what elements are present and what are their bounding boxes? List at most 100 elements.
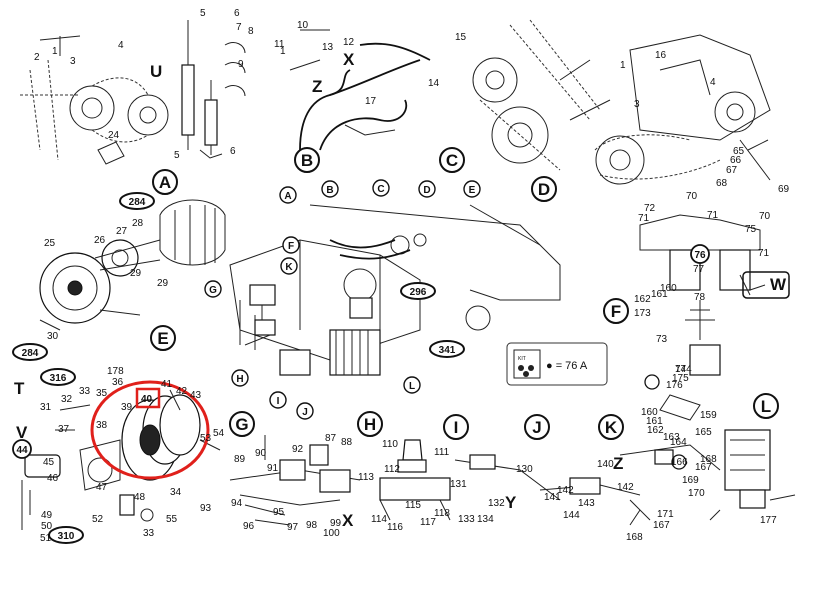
sketch-E-pulley-assembly: [39, 199, 226, 331]
axis-letter-t: T: [14, 379, 25, 398]
ref-oval-341: [429, 340, 465, 358]
callout-16: 16: [655, 50, 667, 61]
callout-42: 42: [176, 386, 188, 397]
section-letter-a: A: [284, 191, 291, 202]
callout-55: 55: [166, 514, 178, 525]
section-badge-d: [531, 176, 557, 202]
callout-26: 26: [94, 235, 106, 246]
callout-167: 167: [653, 520, 670, 531]
section-badge-k: [598, 414, 624, 440]
section-badge-g: [229, 411, 255, 437]
circled-number-76: 76: [694, 250, 706, 261]
section-badge-i: [269, 391, 287, 409]
callout-6: 6: [234, 8, 240, 19]
sketch-C-pulleys: [472, 19, 611, 171]
callout-49: 49: [41, 510, 53, 521]
callout-1: 1: [52, 46, 58, 57]
callout-161: 161: [646, 416, 663, 427]
callout-140: 140: [597, 459, 614, 470]
callout-111: 111: [434, 447, 450, 458]
callout-6: 6: [230, 146, 236, 157]
callout-117: 117: [420, 517, 436, 528]
section-letter-i: I: [277, 396, 280, 407]
callout-112: 112: [384, 464, 400, 475]
callout-170: 170: [688, 488, 705, 499]
section-badge-c: [439, 147, 465, 173]
callout-2: 2: [34, 52, 40, 63]
callout-168: 168: [700, 454, 717, 465]
callout-29: 29: [130, 268, 142, 279]
sketch-H-sensor: [379, 439, 451, 521]
callout-66: 66: [730, 155, 742, 166]
section-letter-h: H: [364, 415, 376, 434]
callout-114: 114: [371, 514, 387, 525]
callout-1: 1: [620, 60, 626, 71]
callout-24: 24: [108, 130, 120, 141]
section-letter-e: E: [469, 185, 476, 196]
axis-letter-x: X: [343, 50, 355, 69]
callout-37: 37: [58, 424, 70, 435]
section-letter-h: H: [236, 374, 243, 385]
callout-3: 3: [70, 56, 76, 67]
callout-113: 113: [358, 472, 374, 483]
callout-36: 36: [112, 377, 124, 388]
section-badge-c: [372, 179, 390, 197]
callout-177: 177: [760, 515, 777, 526]
section-letter-c: C: [377, 184, 384, 195]
callout-71: 71: [638, 213, 650, 224]
axis-letter-z: Z: [312, 77, 322, 96]
section-badge-e: [150, 325, 176, 351]
callout-4: 4: [710, 77, 716, 88]
callout-130: 130: [516, 464, 533, 475]
callout-118: 118: [434, 508, 450, 519]
sketch-W-filters: [639, 139, 771, 421]
ref-oval-284: [119, 192, 155, 210]
section-letter-e: E: [157, 329, 168, 348]
callout-142: 142: [557, 485, 574, 496]
callout-15: 15: [455, 32, 467, 43]
callout-132: 132: [488, 498, 505, 509]
callout-31: 31: [40, 402, 52, 413]
callout-46: 46: [47, 473, 59, 484]
callout-53: 53: [200, 433, 212, 444]
callout-165: 165: [695, 427, 712, 438]
ref-oval-284: [12, 343, 48, 361]
callout-30: 30: [47, 331, 59, 342]
callout-67: 67: [726, 165, 738, 176]
callout-88: 88: [341, 437, 353, 448]
section-letter-l: L: [409, 381, 415, 392]
callout-14: 14: [428, 78, 440, 89]
callout-72: 72: [644, 203, 656, 214]
section-letter-d: D: [538, 180, 550, 199]
callout-95: 95: [273, 507, 285, 518]
callout-94: 94: [231, 498, 243, 509]
section-badge-b: [294, 147, 320, 173]
callout-90: 90: [255, 448, 267, 459]
callout-171: 171: [657, 509, 674, 520]
callout-17: 17: [365, 96, 377, 107]
callout-87: 87: [325, 433, 337, 444]
callout-75: 75: [745, 224, 757, 235]
section-badge-f: [282, 236, 300, 254]
sketch-L-valve-block: [709, 429, 796, 521]
callout-166-circle: [671, 454, 687, 470]
callout-4: 4: [118, 40, 124, 51]
callout-162: 162: [647, 425, 664, 436]
callout-175: 175: [672, 373, 689, 384]
callout-52: 52: [92, 514, 104, 525]
callout-133: 133: [458, 514, 475, 525]
callout-71: 71: [707, 210, 719, 221]
section-badge-j: [296, 402, 314, 420]
axis-letter-u: U: [150, 62, 162, 81]
ref-number-341: 341: [439, 345, 456, 356]
ref-number-284: 284: [22, 348, 39, 359]
callout-163: 163: [663, 432, 680, 443]
callout-110: 110: [382, 439, 398, 450]
callout-11: 11: [274, 39, 285, 50]
callout-100: 100: [323, 528, 340, 539]
section-letter-d: D: [423, 185, 430, 196]
section-letter-j: J: [532, 418, 541, 437]
axis-letter-y: Y: [505, 493, 517, 512]
section-letter-k: K: [605, 418, 618, 437]
